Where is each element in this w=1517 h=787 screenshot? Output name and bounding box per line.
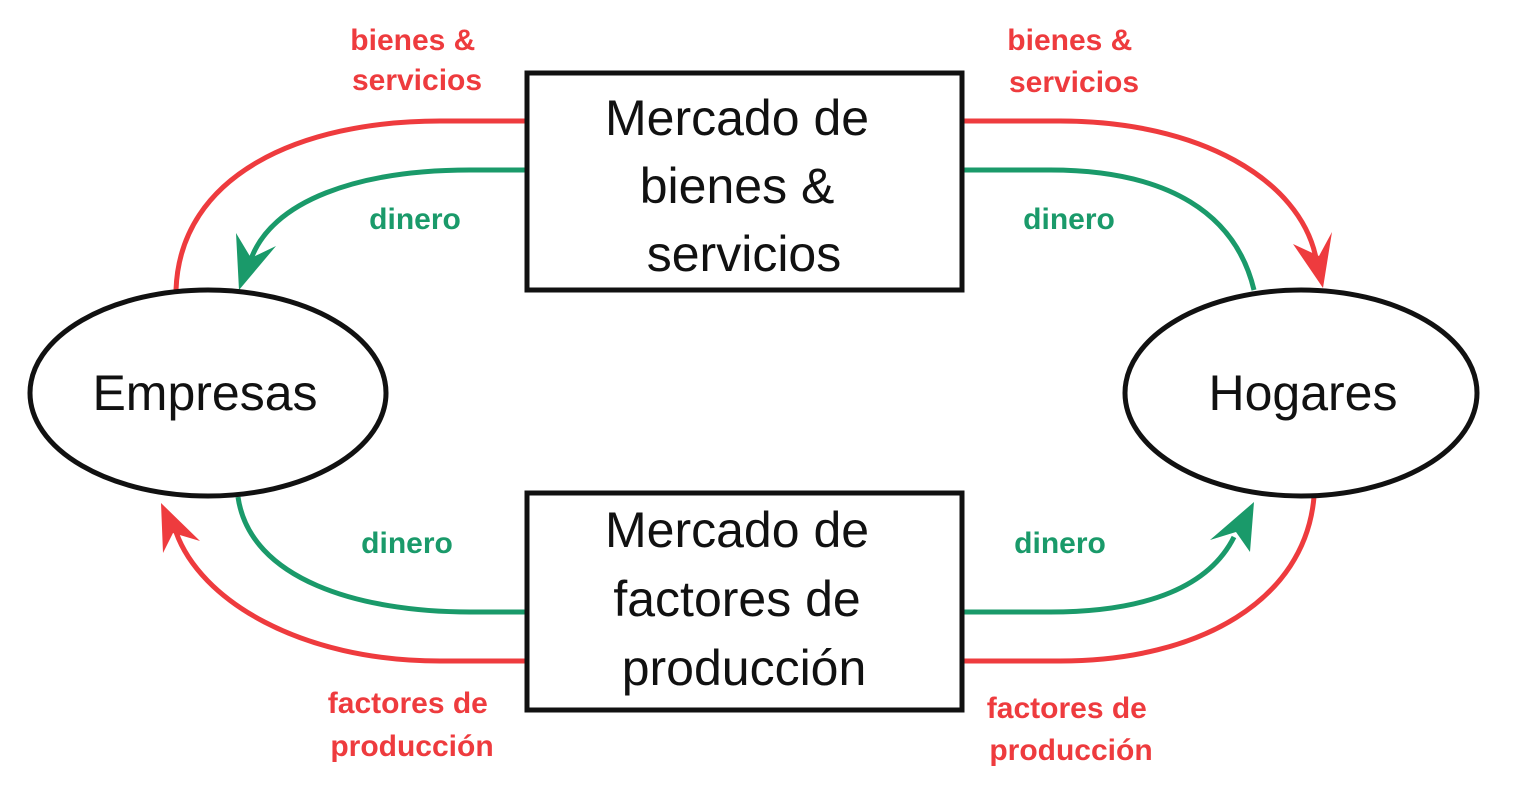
flow-money-top-right bbox=[962, 167, 1257, 291]
label-money-top-left: dinero bbox=[369, 203, 461, 236]
goods-market-box bbox=[524, 70, 965, 293]
factor-market-box bbox=[524, 490, 965, 713]
label-money-top-right: dinero bbox=[1023, 203, 1115, 236]
households-label: Hogares bbox=[1209, 365, 1398, 421]
flow-goods-top-left bbox=[173, 118, 527, 291]
label-money-bottom-left: dinero bbox=[361, 527, 453, 560]
firms-label: Empresas bbox=[92, 365, 317, 421]
label-money-bottom-right: dinero bbox=[1014, 527, 1106, 560]
arrowhead-money-households bbox=[1210, 502, 1254, 552]
households-node bbox=[1122, 287, 1480, 499]
label-factors-bottom-left: factores de producción bbox=[328, 687, 496, 763]
label-goods-top-left: bienes & servicios bbox=[350, 24, 483, 97]
flow-money-bottom-right bbox=[962, 535, 1237, 615]
flow-factors-bottom-left bbox=[173, 531, 527, 664]
flow-goods-top-right bbox=[962, 118, 1319, 259]
label-factors-bottom-right: factores de producción bbox=[987, 692, 1155, 767]
flow-factors-bottom-right bbox=[962, 496, 1317, 664]
goods-market-label: Mercado de bienes & servicios bbox=[605, 90, 883, 282]
arrowhead-money-firms bbox=[236, 233, 276, 290]
factor-market-label: Mercado de factores de producción bbox=[605, 502, 883, 696]
flow-money-top-left bbox=[247, 167, 527, 263]
arrowhead-factors-firms bbox=[161, 503, 200, 553]
label-goods-top-right: bienes & servicios bbox=[1007, 24, 1140, 99]
arrowhead-goods-households bbox=[1293, 232, 1332, 288]
firms-node bbox=[27, 287, 389, 499]
flow-money-bottom-left bbox=[235, 496, 527, 615]
